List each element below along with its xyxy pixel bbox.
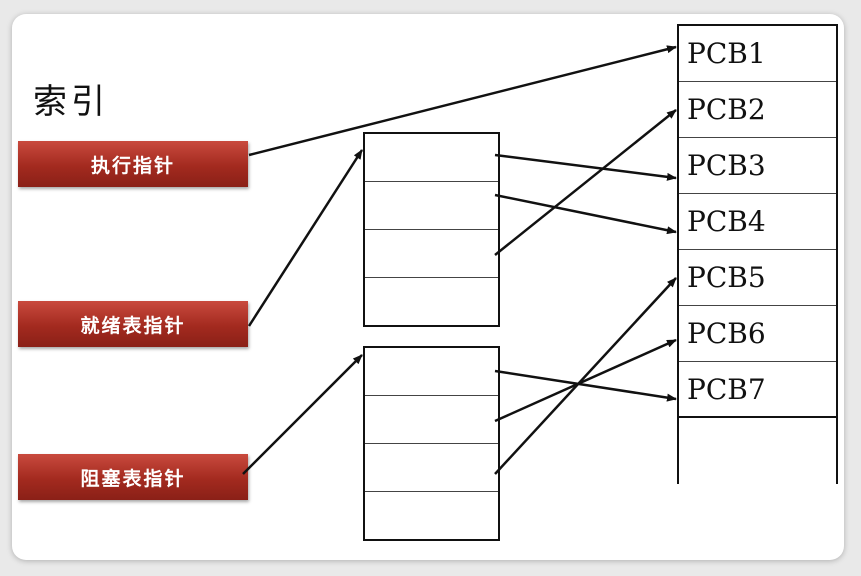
arrow-blocked3-to-pcb5 [494,277,677,475]
ready-pointer-box: 就绪表指针 [18,301,248,347]
arrow-blocked1-to-pcb7 [494,369,677,402]
ready-table [363,132,500,327]
arrow-ready2-to-pcb4 [494,193,677,235]
pcb-row: PCB5 [679,250,836,306]
pcb-row: PCB6 [679,306,836,362]
pcb-table: PCB1 PCB2 PCB3 PCB4 PCB5 PCB6 PCB7 [677,24,838,484]
arrow-blocked-pointer-to-table [242,354,363,475]
arrow-ready3-to-pcb2 [494,109,677,256]
ready-table-cell [365,182,498,230]
pcb-row: PCB3 [679,138,836,194]
blocked-table-cell [365,444,498,492]
pcb-row: PCB1 [679,26,836,82]
blocked-table-cell [365,396,498,444]
blocked-pointer-box: 阻塞表指针 [18,454,248,500]
arrow-running-to-pcb1 [248,45,677,157]
arrow-blocked2-to-pcb6 [494,338,677,423]
pcb-row: PCB4 [679,194,836,250]
pcb-row: PCB7 [679,362,836,418]
running-pointer-box: 执行指针 [18,141,248,187]
arrow-ready1-to-pcb3 [494,153,677,181]
diagram-title: 索引 [33,82,109,122]
blocked-table [363,346,500,541]
arrow-ready-pointer-to-table [247,149,364,327]
ready-table-cell [365,134,498,182]
pcb-row: PCB2 [679,82,836,138]
ready-table-cell [365,230,498,278]
blocked-table-cell [365,348,498,396]
